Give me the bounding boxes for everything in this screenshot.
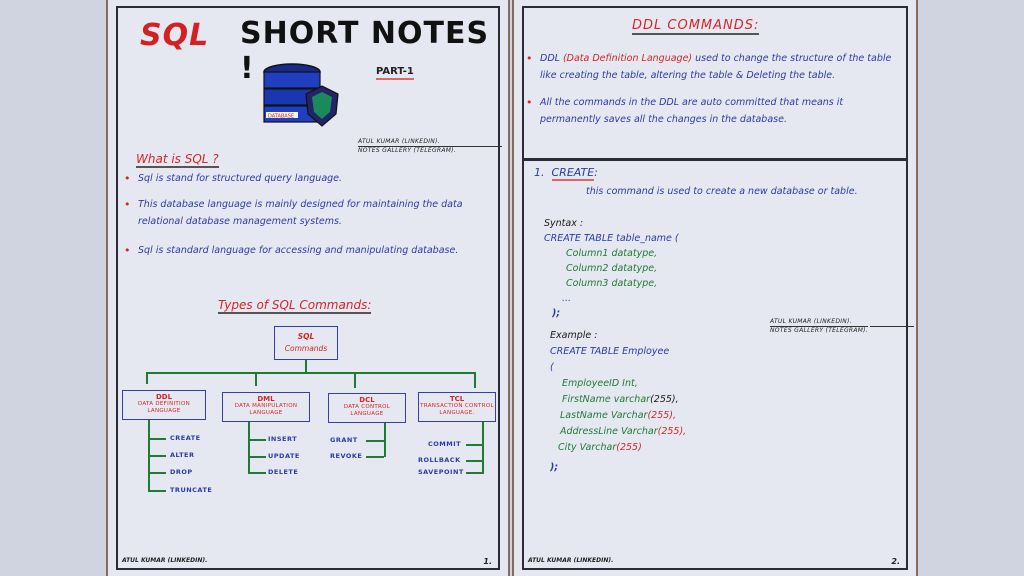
sql-commands-tree: SQL Commands DDL DATA DEFINITION LANGUAG… <box>108 0 512 576</box>
what-is-sql-heading: What is SQL ? <box>136 152 219 168</box>
dml-node: DML DATA MANIPULATION LANGUAGE <box>222 392 310 422</box>
database-shield-icon: DATABASE <box>263 63 339 127</box>
tcl-item-savepoint: SAVEPOINT <box>418 468 464 476</box>
ddl-node: DDL DATA DEFINITION LANGUAGE <box>122 390 206 420</box>
tcl-node: TCL TRANSACTION CONTROL LANGUAGE. <box>418 392 496 422</box>
list-item: Sql is standard language for accessing a… <box>124 242 484 259</box>
ddl-item-alter: ALTER <box>170 451 195 459</box>
create-heading: 1. CREATE: <box>534 166 598 181</box>
ddl-item-truncate: TRUNCATE <box>170 486 213 494</box>
ddl-item-create: CREATE <box>170 434 201 442</box>
list-item: DDL (Data Definition Language) used to c… <box>526 50 906 84</box>
dcl-node: DCL DATA CONTROL LANGUAGE <box>328 393 406 423</box>
ddl-commands-heading: DDL COMMANDS: <box>632 18 760 35</box>
notes-page-2: DDL COMMANDS: DDL (Data Definition Langu… <box>512 0 918 576</box>
section-divider <box>522 158 908 161</box>
dcl-item-revoke: REVOKE <box>330 452 363 460</box>
title-short-notes: SHORT NOTES ! <box>240 16 490 86</box>
sql-definition-list: Sql is stand for structured query langua… <box>124 170 484 268</box>
title-sql: SQL <box>140 18 210 53</box>
page-border <box>522 6 908 570</box>
list-item: Sql is stand for structured query langua… <box>124 170 484 187</box>
tcl-item-rollback: ROLLBACK <box>418 456 461 464</box>
types-heading: Types of SQL Commands: <box>218 298 372 314</box>
ddl-description-list: DDL (Data Definition Language) used to c… <box>526 50 906 138</box>
page-number: 2. <box>891 557 900 566</box>
dml-item-insert: INSERT <box>268 435 298 443</box>
author-credit: ATUL KUMAR (LINKEDIN). NOTES GALLERY (TE… <box>770 318 914 335</box>
list-item: All the commands in the DDL are auto com… <box>526 94 906 128</box>
ddl-item-drop: DROP <box>170 468 193 476</box>
dml-item-update: UPDATE <box>268 452 300 460</box>
tcl-item-commit: COMMIT <box>428 440 462 448</box>
notes-page-1: SQL SHORT NOTES ! PART-1 DATABASE ATUL K… <box>106 0 510 576</box>
page-border <box>116 6 500 570</box>
author-credit: ATUL KUMAR (LINKEDIN). NOTES GALLERY (TE… <box>358 138 502 155</box>
syntax-block: Syntax : CREATE TABLE table_name ( Colum… <box>544 218 679 319</box>
page-footer: ATUL KUMAR (LINKEDIN). <box>528 557 614 564</box>
dcl-item-grant: GRANT <box>330 436 358 444</box>
create-description: this command is used to create a new dat… <box>586 186 858 197</box>
list-item: This database language is mainly designe… <box>124 196 484 230</box>
page-number: 1. <box>483 557 492 566</box>
svg-text:DATABASE: DATABASE <box>268 114 294 120</box>
part-label: PART-1 <box>376 66 414 80</box>
page-footer: ATUL KUMAR (LINKEDIN). <box>122 557 208 564</box>
example-block: Example : CREATE TABLE Employee ( Employ… <box>550 330 687 473</box>
root-node: SQL Commands <box>274 326 338 360</box>
dml-item-delete: DELETE <box>268 468 299 476</box>
